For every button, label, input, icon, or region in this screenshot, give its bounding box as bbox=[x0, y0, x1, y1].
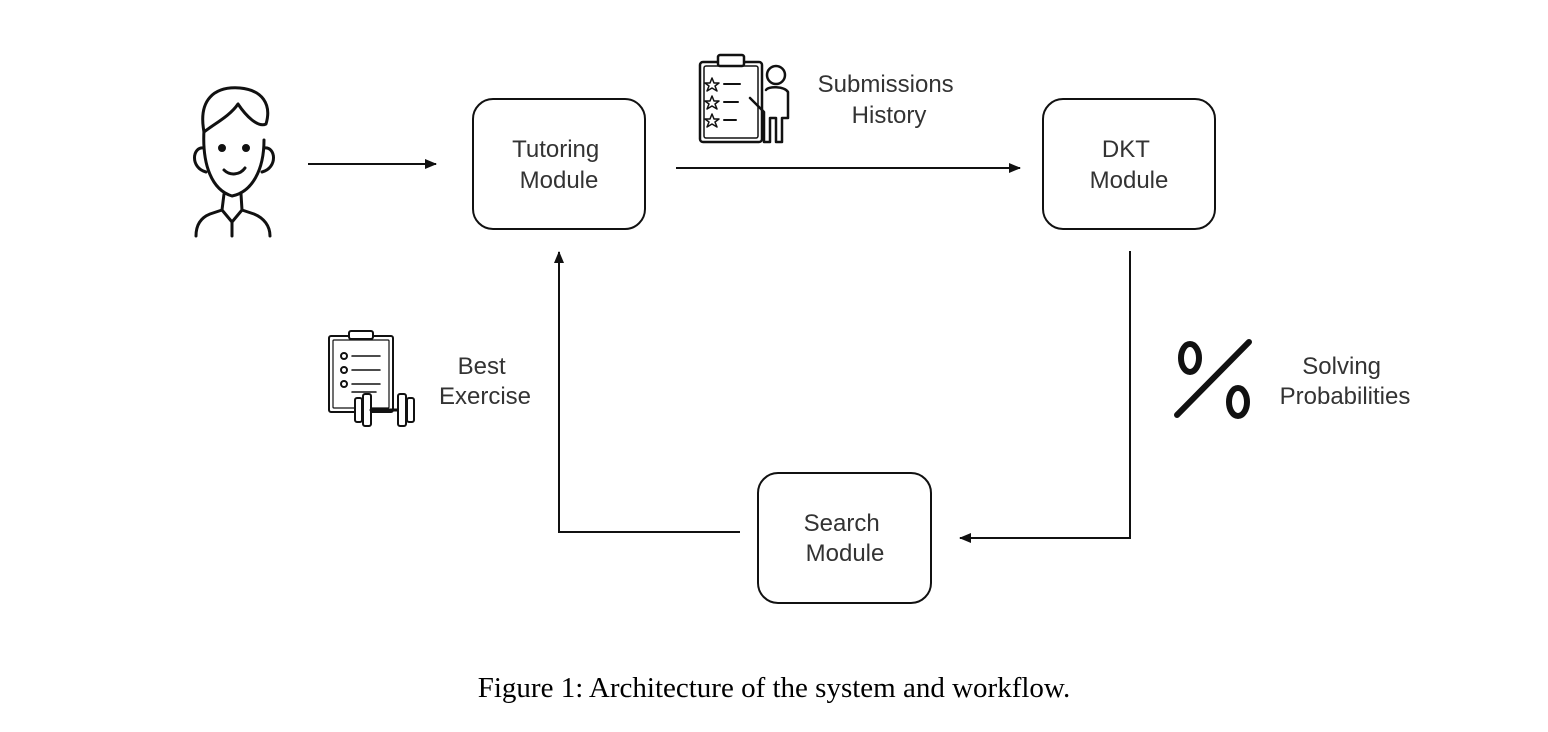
percent-icon bbox=[1174, 339, 1252, 419]
submissions-history-label: Submissions History bbox=[818, 71, 961, 129]
best-exercise-label: Best Exercise bbox=[439, 353, 531, 410]
search-module-box bbox=[757, 472, 932, 604]
architecture-diagram: Tutoring Module DKT Module Search Module bbox=[193, 53, 1411, 604]
tutoring-module-box bbox=[472, 98, 646, 230]
search-to-tutoring-arrow bbox=[554, 251, 740, 533]
solving-probabilities-label: Solving Probabilities bbox=[1280, 353, 1411, 410]
figure-caption: Figure 1: Architecture of the system and… bbox=[477, 672, 1071, 704]
clipboard-presenter-icon bbox=[698, 53, 790, 144]
dkt-module-box bbox=[1042, 98, 1216, 230]
tutoring-module-label: Tutoring Module bbox=[512, 136, 606, 194]
workout-plan-icon bbox=[328, 330, 415, 427]
search-module-label: Search Module bbox=[804, 510, 887, 567]
dkt-module-label: DKT Module bbox=[1090, 136, 1169, 194]
dkt-to-search-arrow bbox=[959, 251, 1131, 543]
student-avatar-icon bbox=[193, 86, 275, 238]
